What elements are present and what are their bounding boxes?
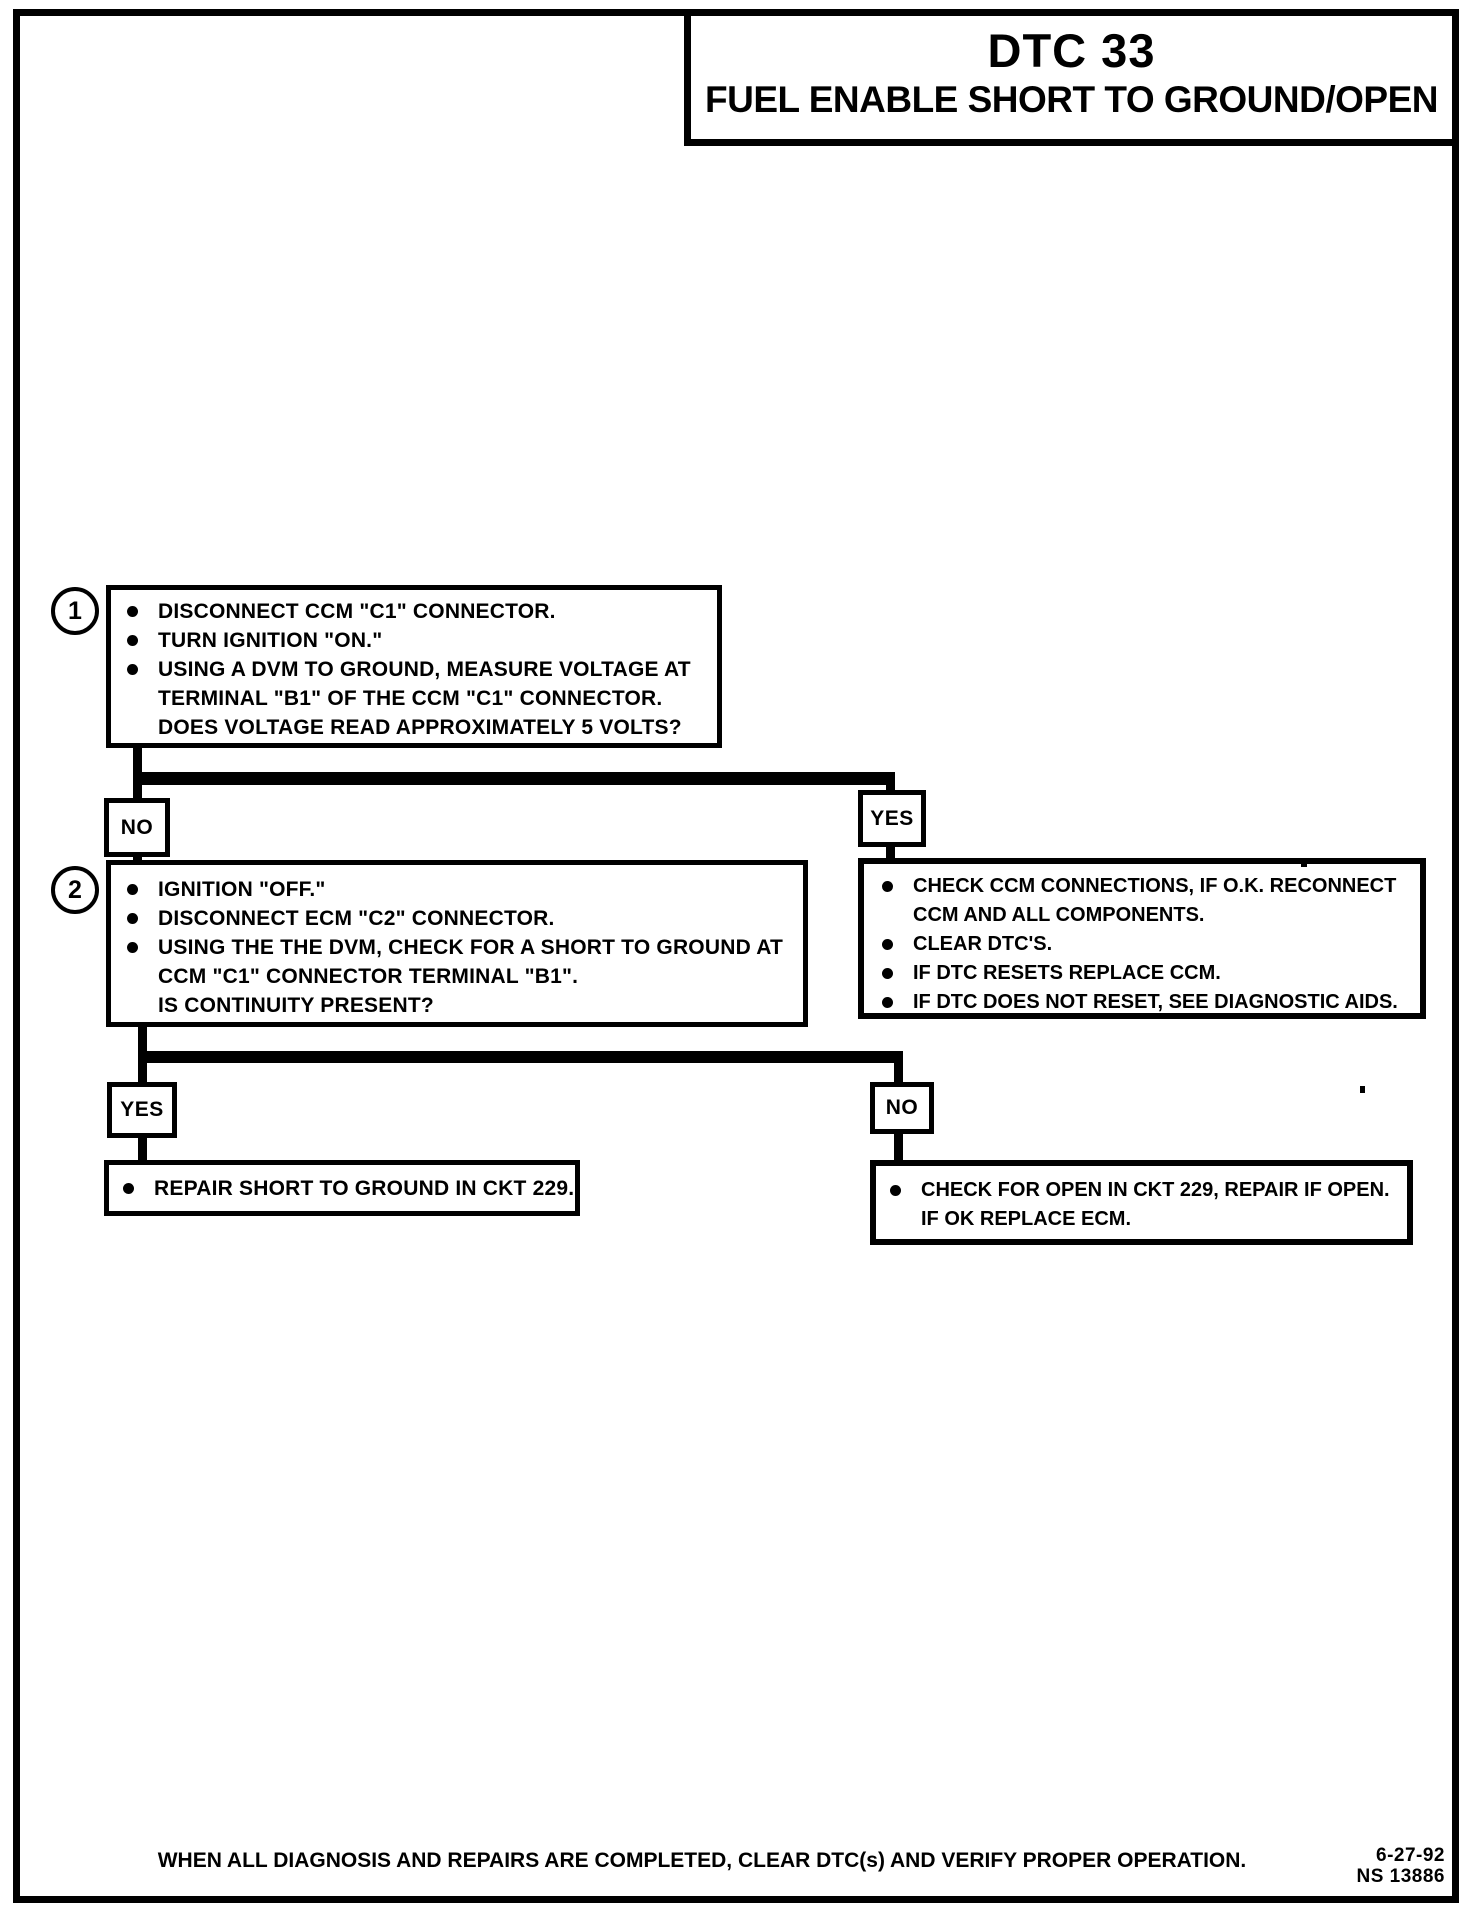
- connector-branch1-bar: [133, 772, 895, 785]
- bullet-icon: [882, 968, 893, 979]
- step-text: IS CONTINUITY PRESENT?: [158, 994, 434, 1017]
- bullet-icon: [127, 884, 138, 895]
- action-text-line: REPAIR SHORT TO GROUND IN CKT 229.: [123, 1174, 575, 1203]
- connector-branch2-bar: [138, 1051, 903, 1063]
- action-text-line: CCM AND ALL COMPONENTS.: [882, 901, 1420, 930]
- decision1-no-box: NO: [104, 798, 170, 857]
- step-text-line: DISCONNECT CCM "C1" CONNECTOR.: [127, 597, 717, 626]
- step-text: CCM "C1" CONNECTOR TERMINAL "B1".: [158, 965, 579, 988]
- decision2-no-box: NO: [870, 1082, 934, 1134]
- footer-date: 6-27-92: [1376, 1845, 1445, 1866]
- action-text: IF DTC RESETS REPLACE CCM.: [913, 962, 1221, 984]
- decision1-yes-box: YES: [858, 790, 926, 847]
- open-action-box: CHECK FOR OPEN IN CKT 229, REPAIR IF OPE…: [870, 1160, 1413, 1245]
- connector-yes2-drop: [138, 1060, 147, 1084]
- step-2-number-circle: 2: [51, 866, 99, 914]
- bullet-icon: [127, 606, 138, 617]
- action-text-line: IF DTC RESETS REPLACE CCM.: [882, 959, 1420, 988]
- step-text: DOES VOLTAGE READ APPROXIMATELY 5 VOLTS?: [158, 716, 682, 739]
- action-text-line: CHECK FOR OPEN IN CKT 229, REPAIR IF OPE…: [890, 1176, 1407, 1205]
- decision2-yes-label: YES: [120, 1098, 164, 1121]
- step-1-number-circle: 1: [51, 587, 99, 635]
- action-text-line: IF OK REPLACE ECM.: [890, 1205, 1407, 1234]
- connector-no2-drop: [894, 1051, 903, 1084]
- step-text-line: USING THE THE DVM, CHECK FOR A SHORT TO …: [127, 933, 803, 962]
- decision1-no-label: NO: [120, 815, 154, 839]
- step-text: DISCONNECT CCM "C1" CONNECTOR.: [158, 600, 556, 623]
- bullet-icon: [123, 1183, 134, 1194]
- action-text: CCM AND ALL COMPONENTS.: [913, 904, 1205, 926]
- scan-speck: [1301, 861, 1307, 867]
- step-text-line: TURN IGNITION "ON.": [127, 626, 717, 655]
- step-text-line: CCM "C1" CONNECTOR TERMINAL "B1".: [127, 962, 803, 991]
- step-text: USING THE THE DVM, CHECK FOR A SHORT TO …: [158, 936, 784, 959]
- connector-step2-drop: [138, 1026, 147, 1056]
- bullet-icon: [127, 942, 138, 953]
- bullet-icon: [127, 635, 138, 646]
- connector-yes1-to-action: [886, 845, 895, 860]
- action-text: IF DTC DOES NOT RESET, SEE DIAGNOSTIC AI…: [913, 991, 1398, 1013]
- decision2-yes-box: YES: [107, 1082, 177, 1138]
- footer-doc-id: 6-27-92 NS 13886: [1356, 1845, 1445, 1887]
- footer-note: WHEN ALL DIAGNOSIS AND REPAIRS ARE COMPL…: [157, 1849, 1247, 1872]
- step-text: TERMINAL "B1" OF THE CCM "C1" CONNECTOR.: [158, 687, 663, 710]
- connector-no2-to-action: [894, 1132, 903, 1163]
- step-text-line: IS CONTINUITY PRESENT?: [127, 991, 803, 1020]
- action-text-line: IF DTC DOES NOT RESET, SEE DIAGNOSTIC AI…: [882, 988, 1420, 1017]
- page-subtitle: FUEL ENABLE SHORT TO GROUND/OPEN: [705, 79, 1438, 120]
- step-2-number: 2: [68, 875, 82, 904]
- connector-yes1-drop: [886, 772, 895, 792]
- step-text: DISCONNECT ECM "C2" CONNECTOR.: [158, 907, 555, 930]
- action-text: CLEAR DTC'S.: [913, 933, 1053, 955]
- step-1-box: DISCONNECT CCM "C1" CONNECTOR. TURN IGNI…: [106, 585, 722, 748]
- connector-no1-drop: [133, 783, 142, 799]
- step-text: TURN IGNITION "ON.": [158, 629, 383, 652]
- action-text: CHECK CCM CONNECTIONS, IF O.K. RECONNECT: [913, 875, 1397, 897]
- bullet-icon: [882, 997, 893, 1008]
- connector-yes2-to-action: [138, 1136, 147, 1163]
- footer-doc-number: NS 13886: [1356, 1866, 1445, 1887]
- step-text: IGNITION "OFF.": [158, 878, 326, 901]
- step-2-box: IGNITION "OFF." DISCONNECT ECM "C2" CONN…: [106, 860, 808, 1027]
- action-text: REPAIR SHORT TO GROUND IN CKT 229.: [154, 1177, 575, 1200]
- action-text: IF OK REPLACE ECM.: [921, 1208, 1132, 1230]
- yes1-action-box: CHECK CCM CONNECTIONS, IF O.K. RECONNECT…: [858, 858, 1426, 1019]
- page-title: DTC 33: [987, 24, 1156, 77]
- step-text-line: IGNITION "OFF.": [127, 875, 803, 904]
- connector-step1-drop: [133, 746, 142, 775]
- scan-speck: [1360, 1086, 1365, 1093]
- action-text-line: CLEAR DTC'S.: [882, 930, 1420, 959]
- repair-action-box: REPAIR SHORT TO GROUND IN CKT 229.: [104, 1160, 580, 1216]
- decision1-yes-label: YES: [870, 806, 914, 830]
- bullet-icon: [882, 939, 893, 950]
- step-text-line: USING A DVM TO GROUND, MEASURE VOLTAGE A…: [127, 655, 717, 684]
- step-text-line: DOES VOLTAGE READ APPROXIMATELY 5 VOLTS?: [127, 713, 717, 742]
- action-text-line: CHECK CCM CONNECTIONS, IF O.K. RECONNECT: [882, 872, 1420, 901]
- bullet-icon: [127, 664, 138, 675]
- step-text-line: TERMINAL "B1" OF THE CCM "C1" CONNECTOR.: [127, 684, 717, 713]
- connector-no1-to-step2: [133, 855, 142, 862]
- bullet-icon: [127, 913, 138, 924]
- step-text-line: DISCONNECT ECM "C2" CONNECTOR.: [127, 904, 803, 933]
- step-1-number: 1: [68, 596, 82, 625]
- bullet-icon: [890, 1185, 901, 1196]
- action-text: CHECK FOR OPEN IN CKT 229, REPAIR IF OPE…: [921, 1179, 1390, 1201]
- bullet-icon: [882, 881, 893, 892]
- step-text: USING A DVM TO GROUND, MEASURE VOLTAGE A…: [158, 658, 691, 681]
- decision2-no-label: NO: [885, 1096, 919, 1119]
- title-box: DTC 33 FUEL ENABLE SHORT TO GROUND/OPEN: [684, 9, 1459, 146]
